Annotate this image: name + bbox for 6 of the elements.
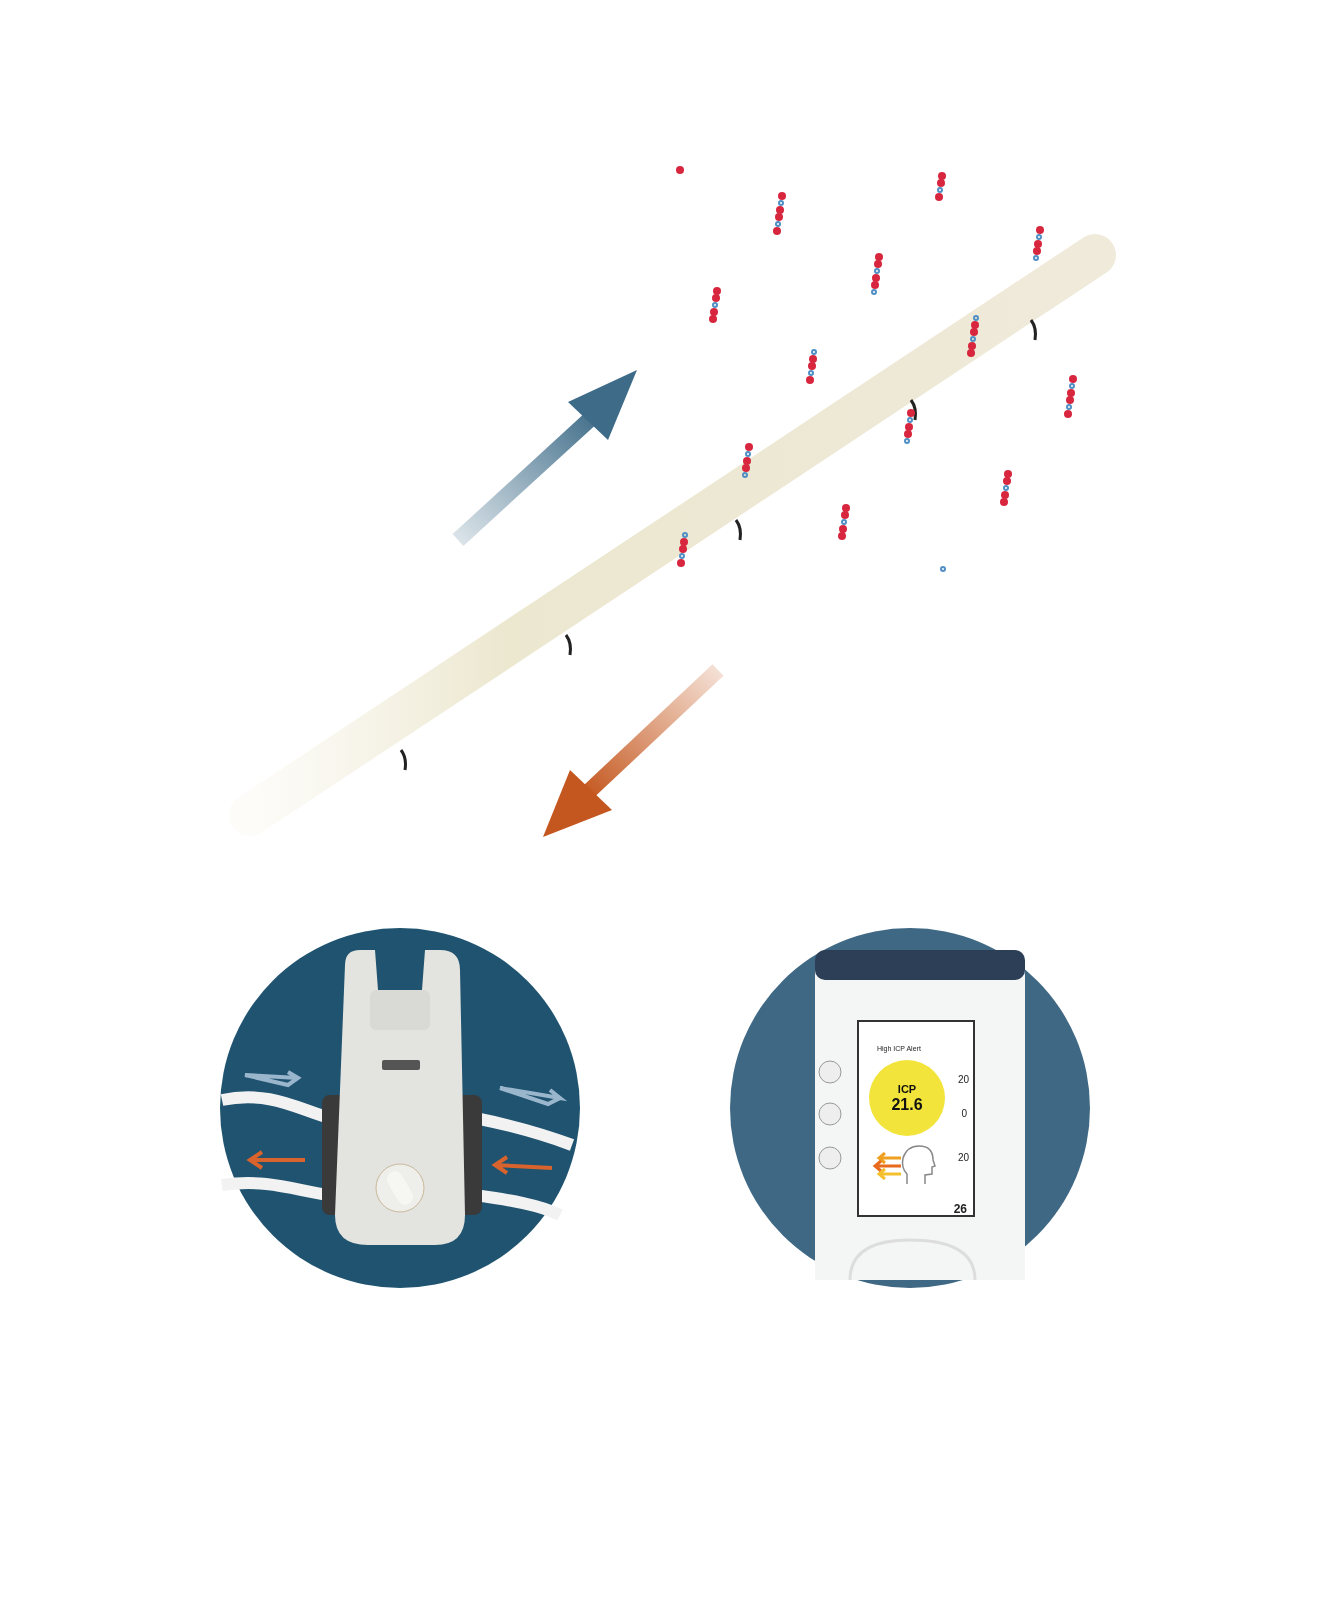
screen-text: ICP — [897, 1083, 917, 1095]
screen-text: 20 — [957, 1151, 969, 1165]
screen-text: 26 — [953, 1201, 967, 1218]
screen-text: 21.6 — [891, 1096, 923, 1113]
screen-text: 0 — [961, 1107, 967, 1121]
screen-text: 20 — [957, 1073, 969, 1087]
